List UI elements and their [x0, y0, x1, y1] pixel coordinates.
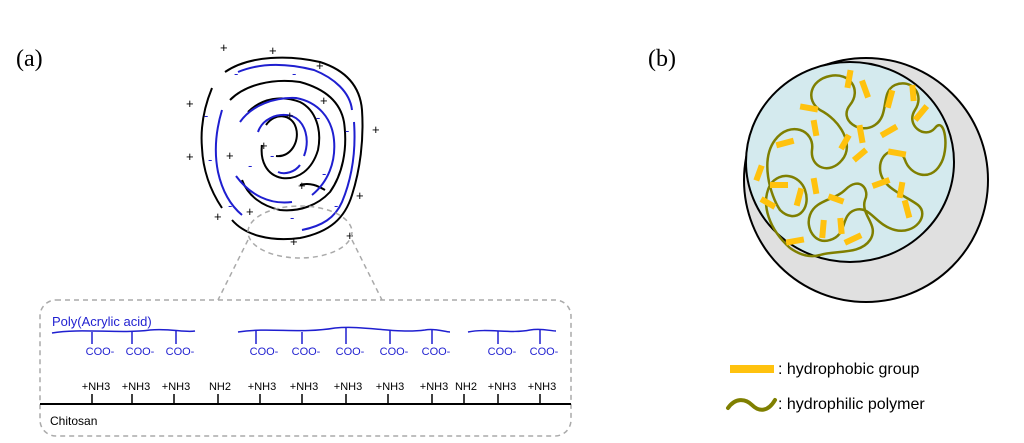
amine-group: +NH3: [420, 381, 448, 393]
charge-plus: +: [269, 43, 277, 58]
amine-group: +NH3: [162, 381, 190, 393]
charge-minus: -: [204, 108, 208, 123]
amine-group: +NH3: [528, 381, 556, 393]
coo-group: COO-: [380, 346, 409, 358]
charge-plus: +: [316, 58, 324, 73]
zoom-guide-left: [217, 239, 249, 301]
charge-plus: +: [286, 108, 294, 123]
amine-group: +NH3: [376, 381, 404, 393]
amine-group: +NH3: [488, 381, 516, 393]
charge-plus: +: [220, 40, 228, 55]
coo-group: COO-: [126, 346, 155, 358]
coo-group: COO-: [250, 346, 279, 358]
zoom-guide-right: [351, 239, 383, 301]
zoom-region-ellipse: [247, 205, 353, 259]
charge-plus: +: [226, 148, 234, 163]
coo-group: COO-: [292, 346, 321, 358]
charge-minus: -: [316, 110, 320, 125]
hydrophobic-legend-label: : hydrophobic group: [778, 361, 920, 378]
amine-ticks: [91, 394, 541, 404]
charge-plus: +: [320, 93, 328, 108]
charge-minus: -: [234, 66, 238, 81]
charge-plus: +: [186, 96, 194, 111]
charge-minus: -: [228, 198, 232, 213]
charge-plus: +: [298, 178, 306, 193]
charge-minus: -: [292, 66, 296, 81]
coo-groups: COO- COO- COO- COO- COO- COO- COO- COO- …: [86, 346, 559, 358]
hydrophobic-groups: [753, 69, 930, 246]
charge-plus: +: [372, 122, 380, 137]
charge-plus: +: [290, 234, 298, 249]
charge-minus: -: [322, 166, 326, 181]
charge-plus: +: [214, 209, 222, 224]
surface-positive-charges: + + + + + + + + + + + + + + + +: [186, 40, 380, 249]
amine-group: +NH3: [122, 381, 150, 393]
charge-minus: -: [270, 148, 274, 163]
zoom-detail-box: [39, 299, 572, 437]
charge-plus: +: [186, 149, 194, 164]
paa-chains: [51, 326, 557, 344]
amine-group: +NH3: [248, 381, 276, 393]
charge-plus: +: [260, 138, 268, 153]
chitosan-label: Chitosan: [50, 414, 97, 428]
amine-group: NH2: [455, 381, 477, 393]
coo-group: COO-: [336, 346, 365, 358]
panel-b-label: (b): [648, 46, 676, 72]
coo-group: COO-: [530, 346, 559, 358]
charge-minus: -: [345, 123, 349, 138]
amine-group: +NH3: [82, 381, 110, 393]
micelle-core: [745, 61, 955, 263]
panel-a-label: (a): [16, 46, 43, 72]
hydrophilic-legend-swatch: [726, 398, 777, 412]
charge-minus: -: [290, 210, 294, 225]
amine-group: +NH3: [290, 381, 318, 393]
complex-negative-strands: [214, 64, 356, 231]
amine-group: +NH3: [334, 381, 362, 393]
amine-groups: +NH3 +NH3 +NH3 NH2 +NH3 +NH3 +NH3 +NH3 +…: [82, 381, 556, 393]
internal-negative-charges: - - - - - - - - - - - -: [204, 66, 349, 225]
charge-plus: +: [356, 188, 364, 203]
coo-group: COO-: [166, 346, 195, 358]
coo-group: COO-: [488, 346, 517, 358]
hydrophilic-legend-label: : hydrophilic polymer: [778, 396, 925, 413]
coo-group: COO-: [86, 346, 115, 358]
charge-minus: -: [208, 152, 212, 167]
charge-minus: -: [334, 198, 338, 213]
charge-plus: +: [346, 228, 354, 243]
coo-group: COO-: [422, 346, 451, 358]
hydrophobic-legend-swatch: [730, 365, 774, 373]
charge-minus: -: [248, 158, 252, 173]
paa-label: Poly(Acrylic acid): [52, 314, 152, 329]
charge-plus: +: [246, 204, 254, 219]
amine-group: NH2: [209, 381, 231, 393]
